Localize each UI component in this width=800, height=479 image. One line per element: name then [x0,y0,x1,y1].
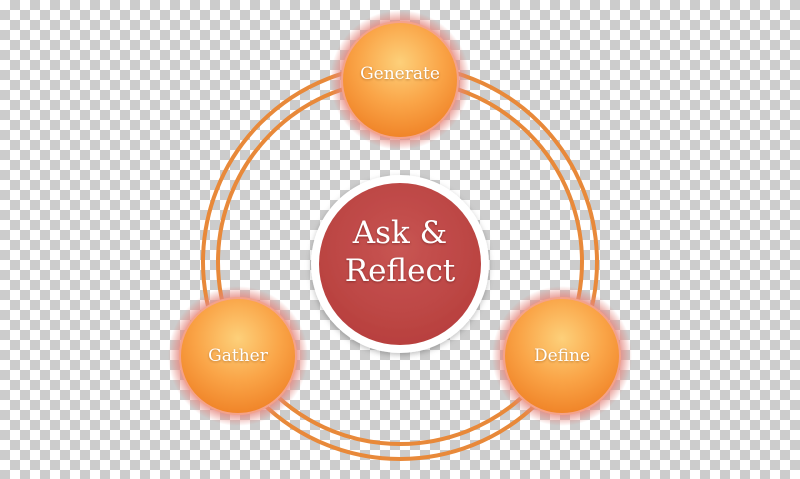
generate-label: Generate [360,64,440,84]
center-node [311,175,489,353]
center-label-line2: Reflect [344,253,456,289]
gather-label: Gather [208,346,268,366]
center-label: Ask & Reflect [320,214,480,290]
define-node [492,286,632,426]
center-label-line1: Ask & [352,215,448,251]
gather-node [168,286,308,426]
define-label: Define [533,346,591,366]
generate-node [330,10,470,150]
